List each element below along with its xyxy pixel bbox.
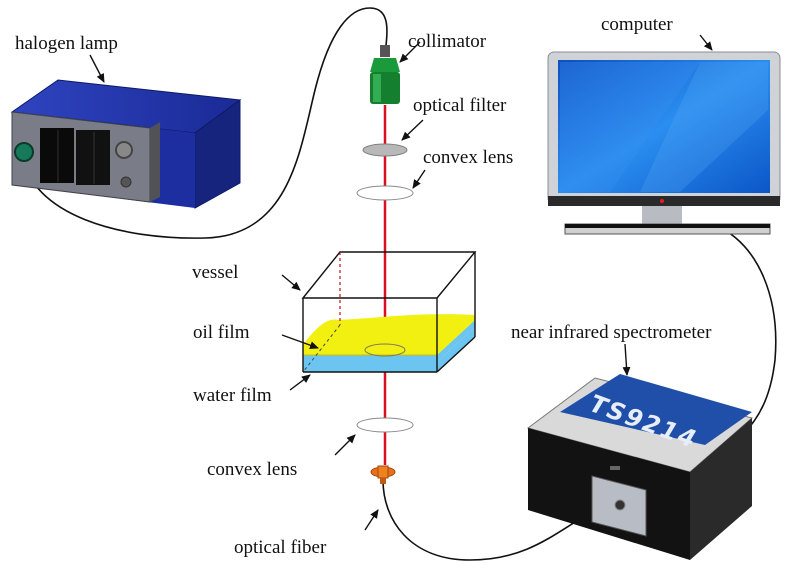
lamp-fiber-port	[14, 142, 34, 162]
collimator	[370, 45, 400, 104]
label-collimator: collimator	[408, 31, 487, 52]
label-spectrometer: near infrared spectrometer	[511, 322, 712, 343]
label-arrows	[89, 34, 713, 531]
label-optical-fiber: optical fiber	[234, 537, 327, 558]
label-oil-film: oil film	[193, 322, 250, 343]
label-vessel: vessel	[192, 262, 238, 283]
label-computer: computer	[601, 14, 673, 35]
vessel	[301, 251, 477, 373]
optical-filter	[362, 143, 408, 157]
halogen-lamp	[10, 79, 242, 209]
label-optical-filter: optical filter	[413, 95, 507, 116]
nir-spectrometer: TS9214	[526, 374, 754, 560]
label-halogen-lamp: halogen lamp	[15, 33, 118, 54]
convex-lens-top	[356, 185, 414, 201]
convex-lens-bottom	[356, 417, 414, 433]
computer	[547, 51, 781, 235]
optical-fiber-connector	[370, 465, 396, 484]
fiber-lamp-to-collimator	[21, 7, 388, 239]
label-convex-lens-bottom: convex lens	[207, 459, 297, 480]
label-convex-lens-top: convex lens	[423, 147, 513, 168]
label-water-film: water film	[193, 385, 272, 406]
